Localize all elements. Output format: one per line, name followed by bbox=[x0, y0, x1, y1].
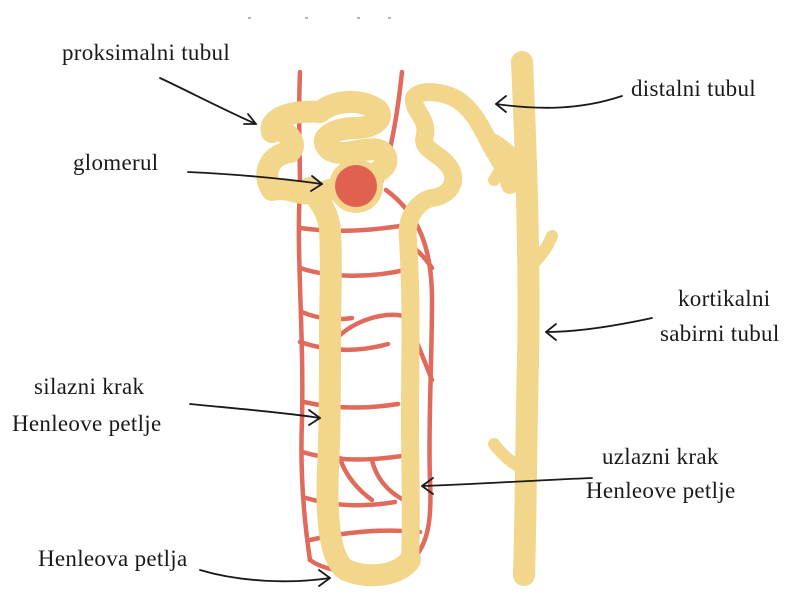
label-henle-loop: Henleova petlja bbox=[38, 546, 187, 571]
loop-bottom bbox=[346, 560, 410, 575]
label-descending-line2: Henleove petlje bbox=[12, 411, 161, 436]
label-glomerulus: glomerul bbox=[73, 150, 158, 175]
label-proximal-tubule: proksimalni tubul bbox=[62, 40, 230, 65]
arrow-cortical bbox=[546, 318, 652, 332]
label-cortical-line1: kortikalni bbox=[678, 286, 770, 311]
label-ascending-line2: Henleove petlje bbox=[586, 478, 735, 503]
arrow-loop bbox=[200, 570, 330, 581]
proximal-to-descending bbox=[310, 188, 346, 570]
ascending-limb bbox=[408, 92, 510, 560]
label-cortical-line2: sabirni tubul bbox=[660, 321, 780, 346]
glomerulus bbox=[329, 159, 383, 213]
arrow-ascending bbox=[422, 478, 592, 486]
label-descending-line1: silazni krak bbox=[34, 374, 144, 399]
arrow-proximal bbox=[160, 78, 256, 124]
label-distal-tubule: distalni tubul bbox=[631, 76, 756, 101]
label-ascending-line1: uzlazni krak bbox=[602, 444, 719, 469]
